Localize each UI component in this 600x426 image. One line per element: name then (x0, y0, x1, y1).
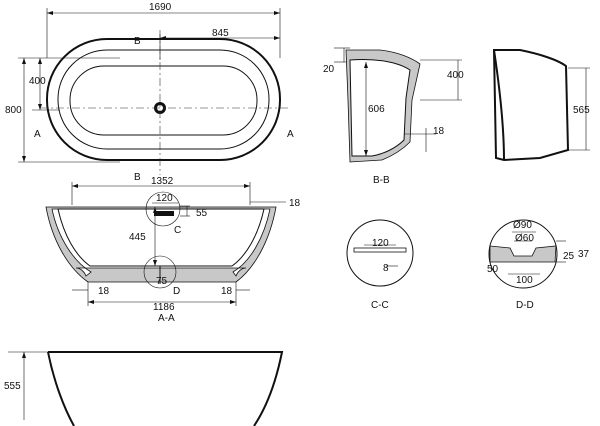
dim-d-50: 50 (487, 264, 499, 275)
dim-c-120: 120 (372, 238, 389, 249)
title-c-c: C-C (371, 300, 389, 311)
dim-b-400: 400 (447, 70, 464, 81)
dim-front-555: 555 (4, 381, 21, 392)
dim-b-top: 20 (323, 64, 335, 75)
title-b-b: B-B (373, 175, 390, 186)
dim-d-100: 100 (516, 275, 533, 286)
top-view: 1690 845 800 400 B B A A (5, 2, 294, 183)
section-a-right: A (287, 129, 294, 140)
bath-outer-rim (46, 38, 281, 161)
title-a-a: A-A (158, 313, 175, 324)
dim-base-right: 18 (221, 286, 233, 297)
bath-basin (69, 65, 258, 136)
dim-inner-length: 1352 (151, 176, 174, 187)
dim-rim: 18 (289, 198, 301, 209)
section-a-a: 1352 18 C D 120 55 445 75 18 18 (45, 176, 301, 324)
dim-half-width: 400 (29, 76, 46, 87)
side-view: 565 (492, 49, 590, 162)
dim-d-25: 25 (563, 251, 575, 262)
callout-d: D (173, 286, 180, 297)
title-d-d: D-D (516, 300, 534, 311)
dim-depth: 445 (129, 232, 146, 243)
dim-b-606: 606 (368, 104, 385, 115)
bath-inner-rim (57, 49, 270, 150)
dim-base-width: 1186 (153, 302, 175, 313)
dim-d-90: Ø90 (513, 220, 532, 231)
section-a-left: A (34, 129, 41, 140)
section-b-top: B (134, 36, 141, 47)
front-view: 555 (4, 351, 284, 426)
section-b-b: 20 400 606 18 B-B (323, 47, 464, 186)
callout-c: C (174, 225, 181, 236)
dim-c-8: 8 (383, 263, 389, 274)
dim-d-60: Ø60 (515, 233, 534, 244)
dim-half-length: 845 (212, 28, 229, 39)
dim-base-left: 18 (98, 286, 110, 297)
dim-drain-depth: 55 (196, 208, 208, 219)
dim-side-565: 565 (573, 105, 590, 116)
callout-circle-d (143, 255, 177, 289)
dim-outlet: 75 (156, 276, 168, 287)
detail-c-c: 120 8 C-C (346, 219, 414, 311)
detail-d-d: Ø90 Ø60 37 25 50 100 D-D (487, 219, 590, 311)
dim-drain-width: 120 (156, 193, 173, 204)
dim-b-18: 18 (433, 126, 445, 137)
section-b-bottom: B (134, 172, 141, 183)
dim-length: 1690 (149, 2, 172, 13)
callout-circle-c (145, 191, 181, 227)
dim-width: 800 (5, 105, 22, 116)
dim-d-37: 37 (578, 249, 590, 260)
